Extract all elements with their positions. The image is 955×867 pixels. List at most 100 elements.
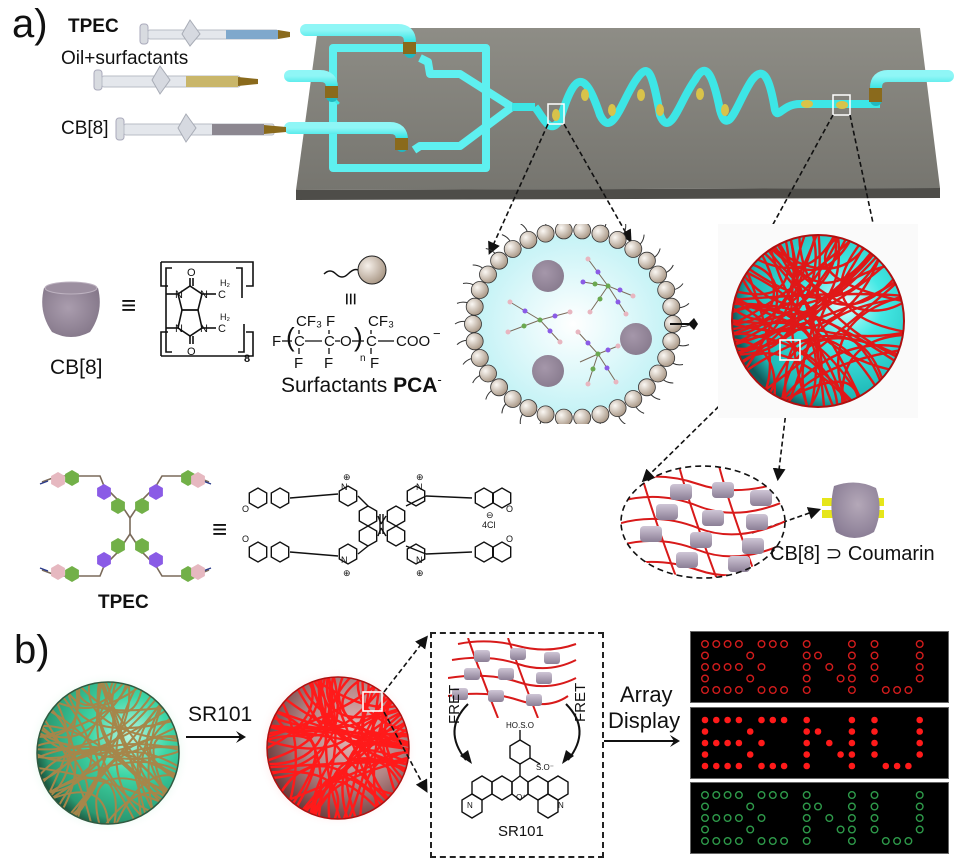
led-dot [916,728,923,735]
led-dot [712,790,721,799]
led-dot [870,802,879,811]
svg-text:N: N [467,801,473,810]
led-dot [870,790,879,799]
led-dot [746,825,755,834]
fiber [267,680,370,750]
led-dot [836,674,845,683]
led-dot [746,728,754,735]
surfactant-head [608,399,627,418]
led-dot [893,686,902,695]
led-dot [915,651,924,660]
led-dot [915,814,924,823]
svg-text:⊕: ⊕ [416,472,424,482]
led-dot [847,686,856,695]
surfactant-head [591,405,610,424]
led-dot [757,663,766,672]
cb8-structure: O O N N N N C C H₂ H₂ 8 [160,261,254,365]
red-fiber-network-b [267,677,409,819]
led-dot [871,728,878,735]
aromatic-ring [474,487,494,509]
fiber [113,774,179,824]
led-dot [870,674,879,683]
led-dot [802,674,811,683]
fiber [267,677,333,737]
surfactant-head [624,240,643,258]
cb8-cylinders [640,482,772,572]
led-dot [746,802,755,811]
surfactant-head [657,349,676,367]
surfactant-head [465,332,484,351]
led-dot [712,663,721,672]
svg-text:F: F [272,333,281,350]
svg-text:n: n [360,353,366,364]
surfactant-head [649,265,667,284]
svg-text:HO.S.O: HO.S.O [506,721,534,730]
aromatic-ring [338,543,358,565]
led-dot [700,837,709,846]
led-dot [803,716,810,724]
fiber [48,706,77,812]
cb8-repeat-subscript: 8 [244,353,250,365]
fiber [786,235,821,407]
led-dot [916,739,923,747]
fiber [97,682,179,781]
fiber [302,710,404,815]
surfactant-head [662,332,681,351]
surfactant-head [519,230,538,249]
svg-text:S.O⁻: S.O⁻ [536,763,554,772]
svg-text:C: C [218,323,226,335]
svg-text:N: N [200,289,208,301]
led-dot [723,686,732,695]
led-dot [847,663,856,672]
led-dot [780,762,788,770]
fiber [732,235,838,347]
surfactant-head [662,297,681,316]
fiber [41,716,93,824]
svg-text:O: O [187,267,196,279]
microfluidic-chip-diagram [93,19,954,200]
outlet-tube [870,70,954,106]
led-dot [700,825,709,834]
led-dot [871,716,878,724]
led-dot [780,790,789,799]
fiber [732,321,818,407]
led-dot [700,663,709,672]
surfactant-caption-prefix: Surfactants [281,374,394,397]
svg-text:C: C [324,333,335,350]
syringe-label-tpec: TPEC [68,16,119,37]
panel-a-label: a) [12,2,48,46]
svg-text:N: N [175,323,183,335]
surfactant-head [637,378,656,397]
surfactant-head [470,281,489,299]
surfactant-head [536,224,555,243]
led-dot [802,814,811,823]
fiber [282,696,409,736]
led-dot [802,825,811,834]
led-dot [700,686,709,695]
syringe-label-cb8: CB[8] [61,118,109,139]
led-dot [847,802,856,811]
led-dot [847,790,856,799]
tpec-beads [505,256,636,387]
tpec-hexagon [135,498,149,514]
led-dot [723,814,732,823]
green-sphere [26,672,190,834]
aromatic-ring [386,505,406,527]
svg-text:F: F [294,355,303,372]
led-dot [870,663,879,672]
array-display-label-2: Display [608,708,681,733]
led-dot [701,762,709,770]
led-dot [825,814,834,823]
led-dot [712,639,721,648]
fiber [732,236,790,296]
fiber [364,721,409,796]
fiber [46,685,79,798]
svg-text:⊕: ⊕ [343,472,351,482]
led-dot [881,837,890,846]
fiber [147,702,165,813]
sr101-dye-label: SR101 [498,823,544,840]
led-dot [758,739,765,747]
led-dot [769,762,777,770]
cb8-coumarin-complex-icon [822,482,884,538]
